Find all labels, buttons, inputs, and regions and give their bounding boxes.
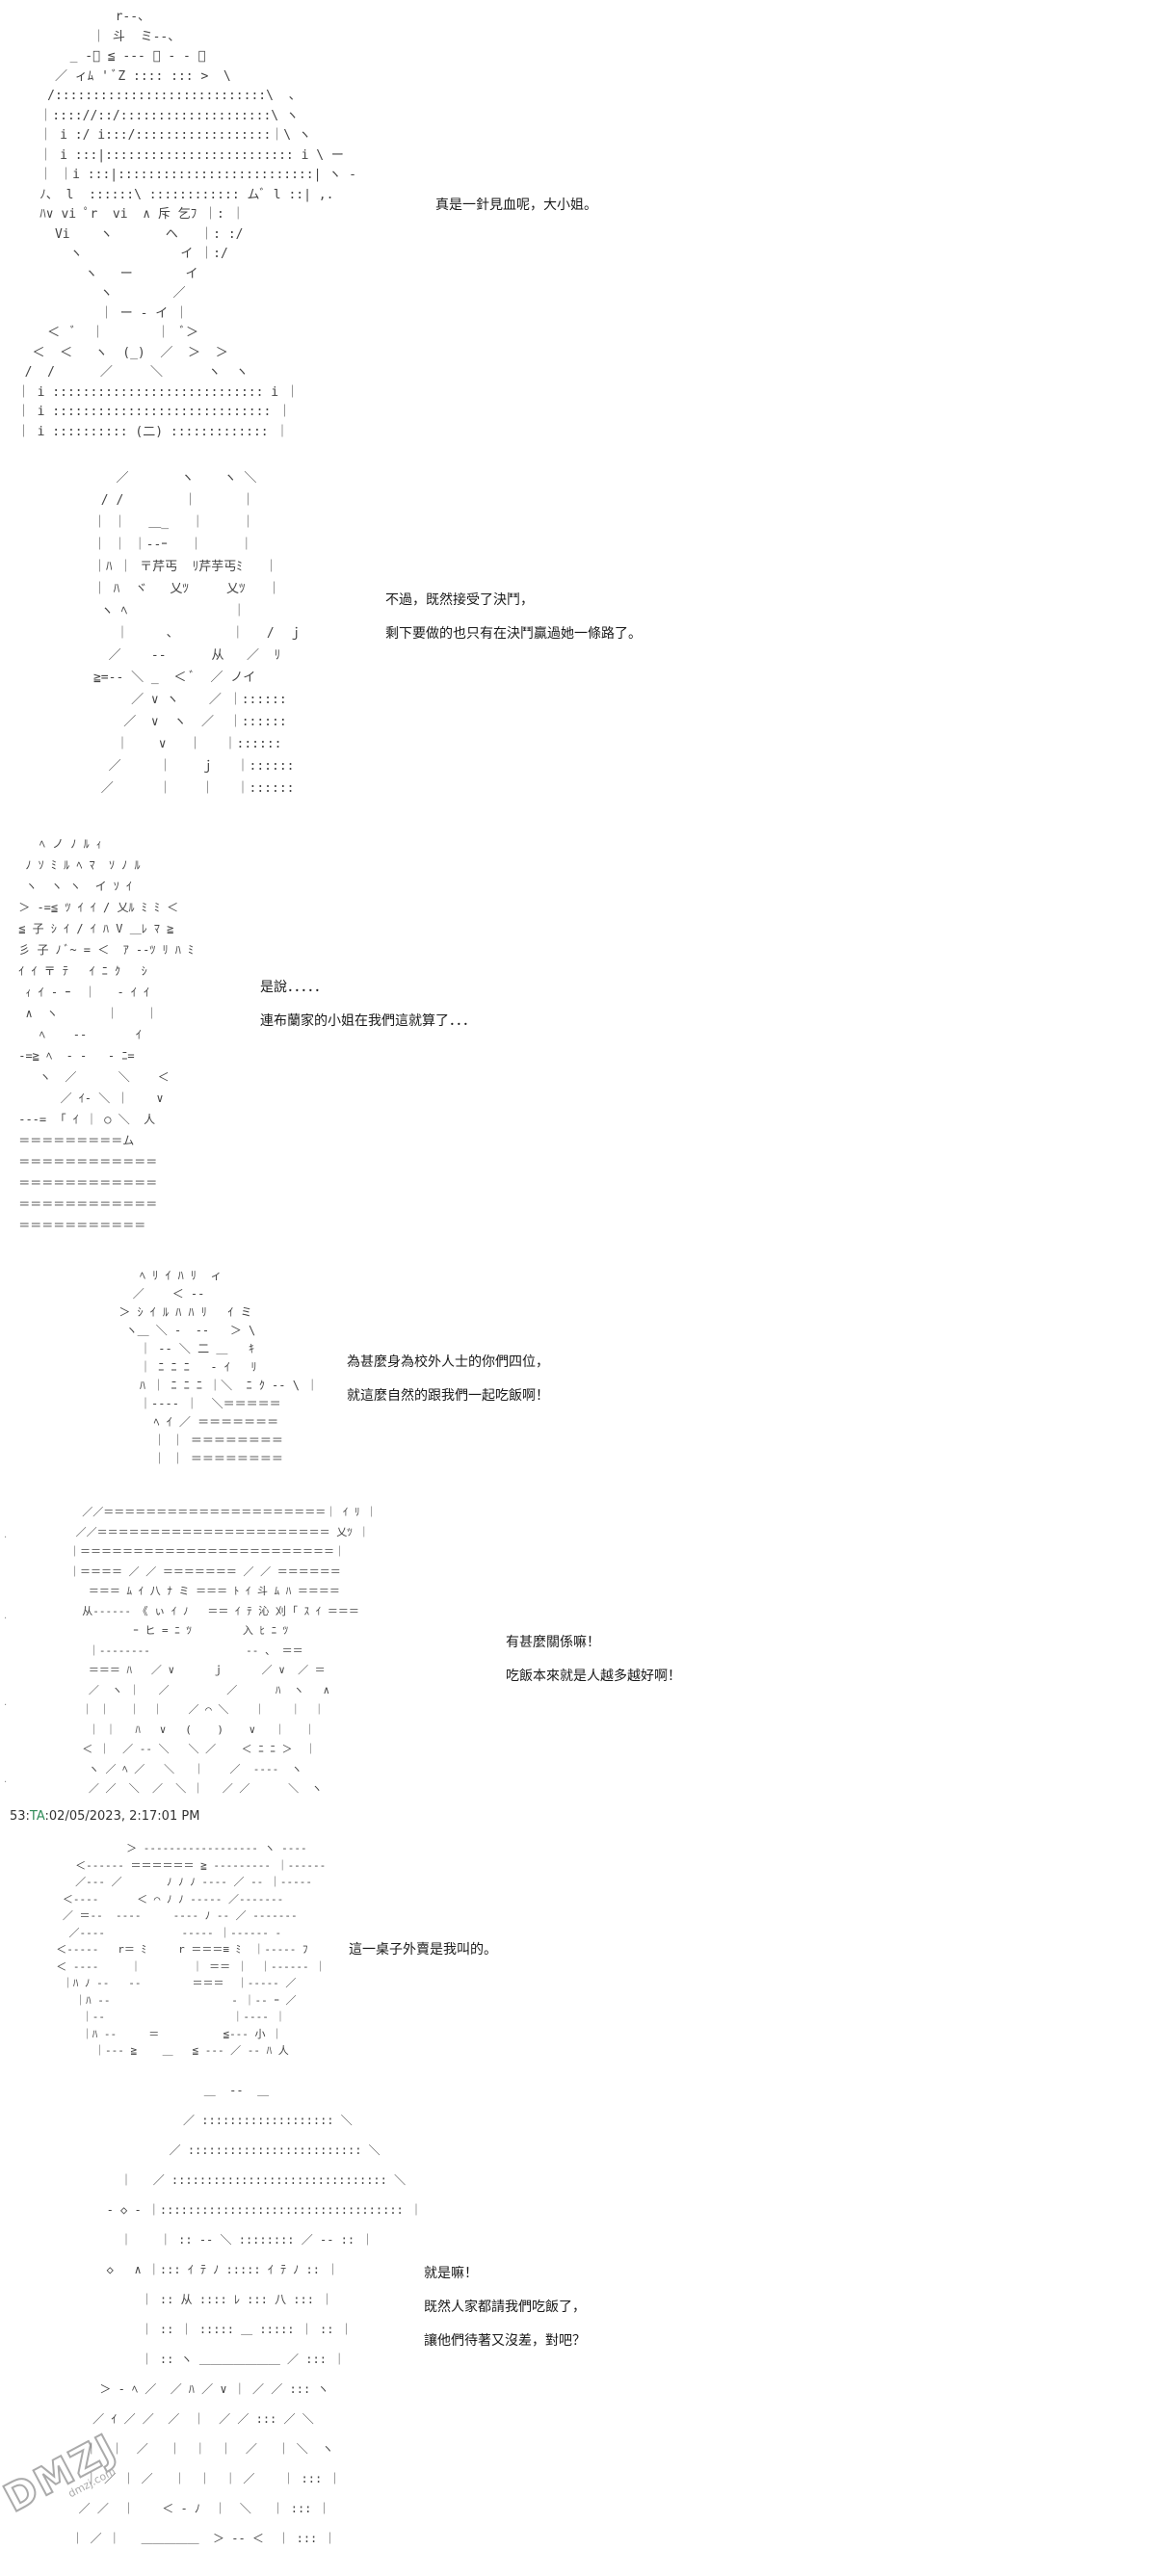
speech-line: 不過，既然接受了決鬥，	[385, 592, 534, 608]
speech-line: 連布蘭家的小姐在我們這就算了．．．	[260, 1013, 476, 1029]
post-timestamp: :02/05/2023, 2:17:01 PM	[44, 1809, 200, 1824]
speech-text: 就是嘛！ 既然人家都請我們吃飯了， 讓他們待著又沒差，對吧？	[424, 2257, 586, 2358]
ascii-art-character: ／ ヽ ヽ ＼ / / ｜ ｜ ｜ ｜ ＿_ ｜ ｜ ｜ ｜ ｜-‐ｰ ｜ ｜ …	[92, 471, 302, 796]
speech-line: 是說．．．．．	[260, 980, 328, 995]
ascii-art-character: r--、 ｜ 斗 ミ--、 _ -ﾞ ≦ --- 、 - ‐ 、 ／ ィﾑ ' …	[16, 10, 356, 439]
ascii-art-character: ﾍ ノ ﾉ ﾙ ｨ ﾉ ｿ ﾐ ﾙ ﾍ ﾏ ｿ ﾉ ﾙ ヽ ヽ ヽ イ ｿ ｲ …	[18, 837, 195, 1232]
speech-text: 有甚麼關係嘛！ 吃飯本來就是人越多越好啊！	[506, 1626, 681, 1694]
speech-line: 讓他們待著又沒差，對吧？	[424, 2333, 586, 2349]
panel-7: ＿ ‐‐ ＿ ／ ::::::::::::::::::: ＼ ／ :::::::…	[0, 2071, 1156, 2569]
panel-1: r--、 ｜ 斗 ミ--、 _ -ﾞ ≦ --- 、 - ‐ 、 ／ ィﾑ ' …	[0, 0, 1156, 453]
speech-line: 為甚麼身為校外人士的你們四位，	[347, 1354, 549, 1370]
speech-text: 這一桌子外賣是我叫的。	[349, 1933, 497, 1967]
speech-line: 這一桌子外賣是我叫的。	[349, 1942, 497, 1958]
panel-5: · · · · ／／＝＝＝＝＝＝＝＝＝＝＝＝＝＝＝＝＝＝＝＝＝｜ ｲ ﾘ ｜ ／…	[0, 1498, 1156, 1806]
ascii-art-character: ＞ ‐‐‐‐‐‐‐‐‐‐‐‐‐‐‐‐‐‐ ヽ ‐‐‐‐ ＜‐‐‐‐‐‐ ＝＝＝＝…	[56, 1842, 327, 2057]
ascii-art-group: ／／＝＝＝＝＝＝＝＝＝＝＝＝＝＝＝＝＝＝＝＝＝｜ ｲ ﾘ ｜ ／／＝＝＝＝＝＝＝…	[69, 1506, 378, 1795]
speech-line: 真是一針見血呢，大小姐。	[435, 197, 597, 213]
speech-line: 就是嘛！	[424, 2266, 478, 2281]
speech-line: 吃飯本來就是人越多越好啊！	[506, 1669, 681, 1684]
speech-text: 不過，既然接受了決鬥， 剩下要做的也只有在決鬥贏過她一條路了。	[385, 584, 642, 651]
speech-text: 真是一針見血呢，大小姐。	[435, 189, 597, 223]
speech-text: 是說．．．．． 連布蘭家的小姐在我們這就算了．．．	[260, 971, 476, 1038]
ascii-art-character: ＿ ‐‐ ＿ ／ ::::::::::::::::::: ＼ ／ :::::::…	[71, 2084, 423, 2545]
speech-text: 為甚麼身為校外人士的你們四位， 就這麼自然的跟我們一起吃飯啊！	[347, 1346, 549, 1413]
post-author: TA	[29, 1809, 45, 1824]
panel-2: ／ ヽ ヽ ＼ / / ｜ ｜ ｜ ｜ ＿_ ｜ ｜ ｜ ｜ ｜-‐ｰ ｜ ｜ …	[0, 462, 1156, 819]
ascii-art-character: ﾍ ﾘ ｲ ﾊ ﾘ ィ ／ ＜ ‐‐ ＞ ｼ ｲ ﾙ ﾊ ﾊ ﾘ ｲ ミ ヽ＿ …	[118, 1269, 319, 1465]
panel-6: ＞ ‐‐‐‐‐‐‐‐‐‐‐‐‐‐‐‐‐‐ ヽ ‐‐‐‐ ＜‐‐‐‐‐‐ ＝＝＝＝…	[0, 1835, 1156, 2066]
speech-line: 就這麼自然的跟我們一起吃飯啊！	[347, 1388, 549, 1404]
speech-line: 剩下要做的也只有在決鬥贏過她一條路了。	[385, 626, 642, 642]
speech-line: 既然人家都請我們吃飯了，	[424, 2300, 586, 2315]
panel-3: ﾍ ノ ﾉ ﾙ ｨ ﾉ ｿ ﾐ ﾙ ﾍ ﾏ ｿ ﾉ ﾙ ヽ ヽ ヽ イ ｿ ｲ …	[0, 828, 1156, 1252]
post-number: 53:	[10, 1809, 30, 1824]
post-header: 53:TA:02/05/2023, 2:17:01 PM	[10, 1809, 199, 1824]
speech-line: 有甚麼關係嘛！	[506, 1635, 600, 1650]
panel-4: ﾍ ﾘ ｲ ﾊ ﾘ ィ ／ ＜ ‐‐ ＞ ｼ ｲ ﾙ ﾊ ﾊ ﾘ ｲ ミ ヽ＿ …	[0, 1262, 1156, 1484]
